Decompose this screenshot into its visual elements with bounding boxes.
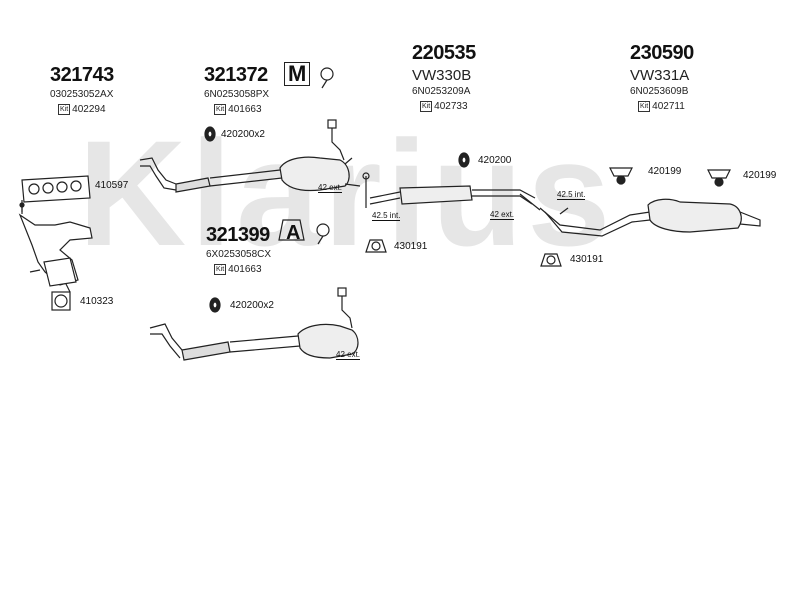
gasket	[51, 291, 71, 311]
kit-line: Kit 401663	[214, 264, 271, 275]
part-number: 321743	[50, 64, 114, 86]
label-420199-b: 420199	[743, 170, 777, 181]
label-430191-a: 430191	[394, 241, 428, 252]
vw-code: VW331A	[630, 67, 690, 84]
label-410597: 410597	[95, 180, 129, 191]
measure-42ext-b: 42 ext.	[490, 210, 515, 220]
a-symbol-text: A	[286, 222, 301, 244]
kit-number: 402733	[434, 101, 468, 112]
m-symbol-box: M	[284, 62, 311, 86]
clamp-430191-a	[365, 239, 387, 253]
group-220535: 220535 VW330B 6N0253209A Kit 402733	[412, 42, 476, 112]
group-321372: 321372 6N0253058PX Kit 401663	[204, 64, 269, 115]
part-number: 220535	[412, 42, 476, 64]
kit-tag: Kit	[638, 101, 651, 112]
kit-tag: Kit	[420, 101, 433, 112]
oem-reference: 030253052AX	[50, 89, 114, 100]
label-420199-a: 420199	[648, 166, 682, 177]
oem-reference: 6X0253058CX	[206, 249, 272, 260]
measure-42-5int-b: 42.5 int.	[557, 190, 586, 200]
oem-reference: 6N0253058PX	[204, 89, 270, 100]
part-number: 321372	[204, 64, 268, 86]
kit-line: Kit 401663	[214, 104, 269, 115]
kit-line: Kit 402733	[420, 101, 476, 112]
measure-42-5int-a: 42.5 int.	[372, 211, 401, 221]
vw-code: VW330B	[412, 67, 472, 84]
catalytic-manifold	[18, 200, 93, 293]
front-pipe-321399	[149, 287, 359, 361]
group-321399: 321399 6X0253058CX Kit 401663	[206, 224, 271, 275]
hanger-420200	[458, 152, 470, 168]
kit-tag: Kit	[214, 104, 227, 115]
label-430191-b: 430191	[570, 254, 604, 265]
kit-number: 401663	[228, 104, 262, 115]
oem-reference: 6N0253209A	[412, 86, 471, 97]
group-230590: 230590 VW331A 6N0253609B Kit 402711	[630, 42, 694, 112]
hanger-420200x2-a	[204, 126, 216, 142]
kit-number: 401663	[228, 264, 262, 275]
measure-42ext-c: 42 ext.	[336, 350, 361, 360]
label-420200: 420200	[478, 155, 512, 166]
hanger-420200x2-b	[209, 297, 221, 313]
kit-tag: Kit	[214, 264, 227, 275]
hanger-420199-a	[609, 167, 633, 185]
hanger-420199-b	[707, 169, 731, 187]
oem-reference: 6N0253609B	[630, 86, 689, 97]
exhaust-manifold	[21, 175, 91, 203]
front-pipe-321372	[139, 119, 361, 193]
kit-line: Kit 402711	[638, 101, 694, 112]
clamp-430191-b	[540, 253, 562, 267]
part-number: 230590	[630, 42, 694, 64]
rear-silencer-230590	[539, 198, 761, 237]
a-symbol	[278, 219, 330, 245]
centre-silencer-220535	[362, 172, 541, 211]
measure-42ext-a: 42 ext.	[318, 183, 343, 193]
kit-number: 402711	[652, 101, 685, 112]
m-symbol	[320, 67, 334, 89]
label-420200x2-b: 420200x2	[230, 300, 274, 311]
kit-number: 402294	[72, 104, 106, 115]
kit-line: Kit 402294	[58, 104, 114, 115]
part-number: 321399	[206, 224, 270, 246]
group-321743: 321743 030253052AX Kit 402294	[50, 64, 114, 115]
label-410323: 410323	[80, 296, 114, 307]
kit-tag: Kit	[58, 104, 71, 115]
label-420200x2-a: 420200x2	[221, 129, 265, 140]
